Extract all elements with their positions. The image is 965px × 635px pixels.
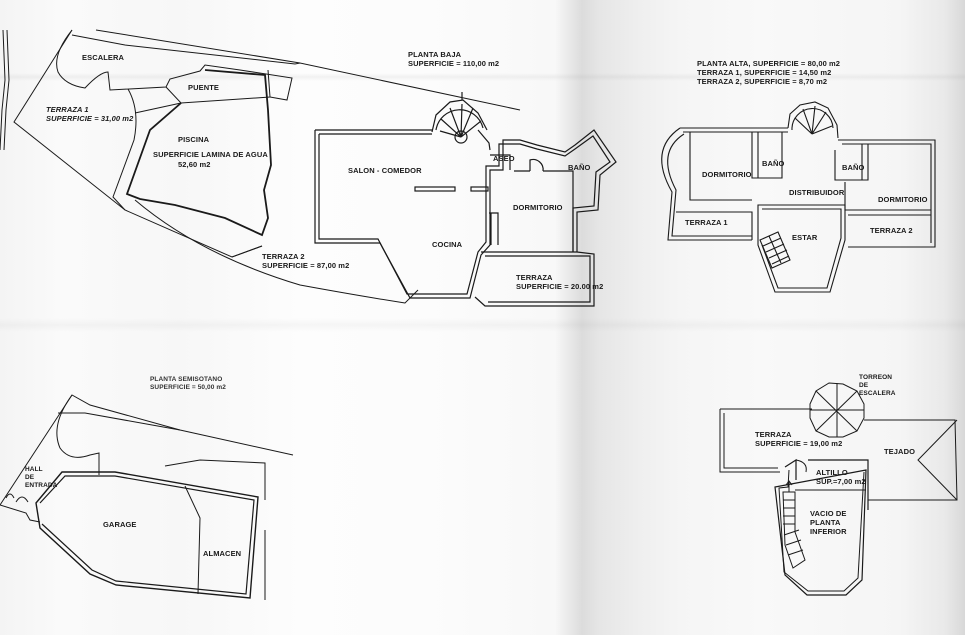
label-piscina: PISCINA (178, 135, 210, 144)
label-terraza-cubierta: TERRAZA SUPERFICIE = 19,00 m2 (755, 430, 842, 448)
label-bano-right: BAÑO (842, 163, 865, 172)
altillo-area: SUP.=7,00 m2 (816, 477, 866, 486)
label-hall-entrada: HALL DE ENTRADA (25, 466, 57, 490)
label-almacen: ALMACEN (203, 549, 242, 558)
planta-alta-title: PLANTA ALTA, SUPERFICIE = 80,00 m2 (697, 59, 841, 68)
hall-line2: DE (25, 474, 35, 481)
label-terraza2: TERRAZA 2 SUPERFICIE = 87,00 m2 (262, 252, 349, 270)
hall-line3: ENTRADA (25, 482, 58, 489)
label-escalera: ESCALERA (82, 53, 125, 62)
terraza1-name: TERRAZA 1 (46, 105, 89, 114)
label-estar: ESTAR (792, 233, 818, 242)
site-plan-outline (0, 29, 521, 304)
planta-alta-outline (661, 101, 936, 293)
paper-crease (0, 73, 965, 81)
label-distribuidor: DISTRIBUIDOR (789, 188, 845, 197)
label-terraza-baja: TERRAZA SUPERFICIE = 20.00 m2 (516, 273, 603, 291)
label-torreon: TORREON DE ESCALERA (859, 374, 896, 398)
planta-semisotano-title: PLANTA SEMISOTANO (150, 376, 223, 383)
vacio-line3: INFERIOR (810, 527, 847, 536)
planta-semisotano-outline (0, 394, 294, 600)
label-garage: GARAGE (103, 520, 137, 529)
label-cocina: COCINA (432, 240, 463, 249)
label-altillo: ALTILLO SUP.=7,00 m2 (816, 468, 866, 486)
vacio-line1: VACIO DE (810, 509, 847, 518)
altillo-name: ALTILLO (816, 468, 848, 477)
planta-alta-terraza2: TERRAZA 2, SUPERFICIE = 8,70 m2 (697, 77, 828, 86)
planta-semisotano-heading: PLANTA SEMISOTANO SUPERFICIE = 50,00 m2 (150, 376, 226, 392)
label-terraza2-alta: TERRAZA 2 (870, 226, 913, 235)
label-terraza1: TERRAZA 1 SUPERFICIE = 31,00 m2 (46, 105, 133, 123)
label-piscina-area-label: SUPERFICIE LAMINA DE AGUA (153, 150, 268, 159)
label-aseo: ASEO (493, 154, 515, 163)
torreon-line2: DE (859, 382, 869, 389)
planta-cubierta-outline (719, 382, 958, 596)
planta-baja-outline (314, 92, 617, 307)
planta-baja-area: SUPERFICIE = 110,00 m2 (408, 59, 500, 68)
label-dormitorio-right: DORMITORIO (878, 195, 928, 204)
label-terraza1-alta: TERRAZA 1 (685, 218, 728, 227)
label-salon-comedor: SALON - COMEDOR (348, 166, 422, 175)
label-bano-left: BAÑO (762, 159, 785, 168)
planta-alta-heading: PLANTA ALTA, SUPERFICIE = 80,00 m2 TERRA… (697, 59, 840, 86)
label-vacio: VACIO DE PLANTA INFERIOR (810, 509, 847, 536)
planta-baja-heading: PLANTA BAJA SUPERFICIE = 110,00 m2 (408, 50, 499, 68)
terraza-cubierta-name: TERRAZA (755, 430, 792, 439)
planta-baja-title: PLANTA BAJA (408, 50, 462, 59)
terraza-baja-area: SUPERFICIE = 20.00 m2 (516, 282, 604, 291)
planta-semisotano-area: SUPERFICIE = 50,00 m2 (150, 384, 226, 391)
terraza-cubierta-area: SUPERFICIE = 19,00 m2 (755, 439, 843, 448)
terraza-baja-name: TERRAZA (516, 273, 553, 282)
label-dormitorio-left: DORMITORIO (702, 170, 752, 179)
planta-alta-terraza1: TERRAZA 1, SUPERFICIE = 14,50 m2 (697, 68, 832, 77)
terraza2-area: SUPERFICIE = 87,00 m2 (262, 261, 350, 270)
torreon-line1: TORREON (859, 374, 893, 381)
label-tejado: TEJADO (884, 447, 916, 456)
label-bano: BAÑO (568, 163, 591, 172)
terraza1-area: SUPERFICIE = 31,00 m2 (46, 114, 134, 123)
label-puente: PUENTE (188, 83, 220, 92)
hall-line1: HALL (25, 466, 43, 473)
torreon-line3: ESCALERA (859, 390, 896, 397)
vacio-line2: PLANTA (810, 518, 841, 527)
terraza2-name: TERRAZA 2 (262, 252, 305, 261)
label-piscina-area: 52,60 m2 (178, 160, 211, 169)
label-dormitorio: DORMITORIO (513, 203, 563, 212)
paper-fold (0, 318, 965, 332)
